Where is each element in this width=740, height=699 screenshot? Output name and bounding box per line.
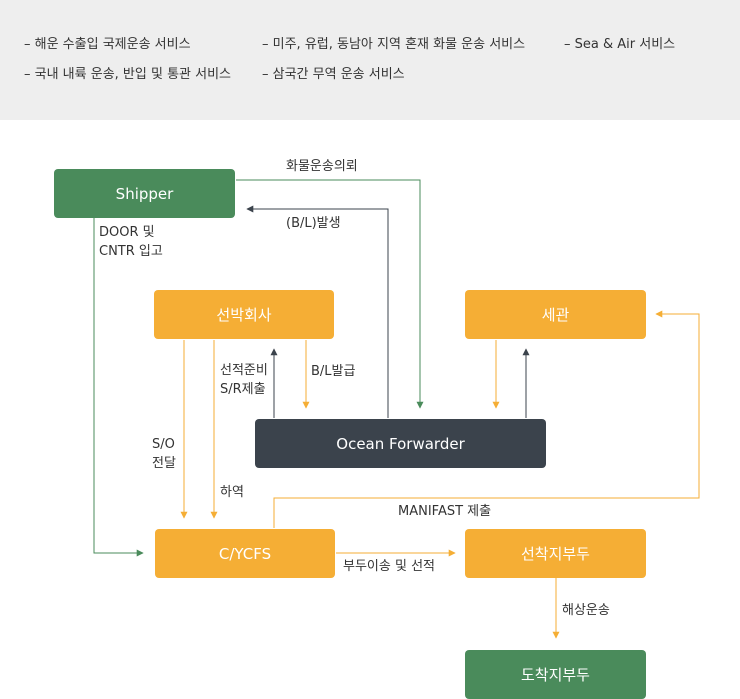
label-so-2: 전달: [152, 456, 176, 471]
node-arrival-port: 도착지부두: [465, 650, 646, 699]
label-loading-prep-1: 선적준비: [220, 363, 268, 378]
label-door-cntr-2: CNTR 입고: [99, 244, 163, 259]
arrow-shipper-to-cycfs: [93, 218, 144, 557]
label-unloading: 하역: [220, 485, 244, 500]
label-cargo-request: 화물운송의뢰: [286, 159, 358, 174]
arrow-bl-to-shipper: [246, 205, 389, 418]
service-item: – 해운 수출입 국제운송 서비스: [24, 37, 191, 52]
label-wharfage: 부두이송 및 선적: [343, 559, 435, 574]
label-sea-transport: 해상운송: [562, 603, 610, 618]
label-door-cntr-1: DOOR 및: [99, 225, 155, 240]
node-departure-port: 선착지부두: [465, 529, 646, 578]
node-shipper: Shipper: [54, 169, 235, 218]
label-bl-issue-shipper: (B/L)발생: [286, 216, 341, 231]
node-customs: 세관: [465, 290, 646, 339]
services-panel: – 해운 수출입 국제운송 서비스 – 미주, 유럽, 동남아 지역 혼재 화물…: [0, 0, 740, 120]
node-ocean-forwarder: Ocean Forwarder: [255, 419, 546, 468]
node-cy-cfs: C/YCFS: [155, 529, 335, 578]
label-bl-issue: B/L발급: [311, 364, 356, 379]
service-item: – 미주, 유럽, 동남아 지역 혼재 화물 운송 서비스: [262, 37, 526, 52]
node-shipping-line: 선박회사: [154, 290, 334, 339]
service-item: – Sea & Air 서비스: [564, 37, 676, 52]
arrow-cargo-request: [236, 179, 424, 409]
service-item: – 국내 내륙 운송, 반입 및 통관 서비스: [24, 67, 231, 82]
service-item: – 삼국간 무역 운송 서비스: [262, 67, 405, 82]
label-so-1: S/O: [152, 437, 175, 452]
arrow-manifest: [273, 310, 700, 528]
label-manifest: MANIFAST 제출: [398, 504, 492, 519]
label-loading-prep-2: S/R제출: [220, 382, 266, 397]
